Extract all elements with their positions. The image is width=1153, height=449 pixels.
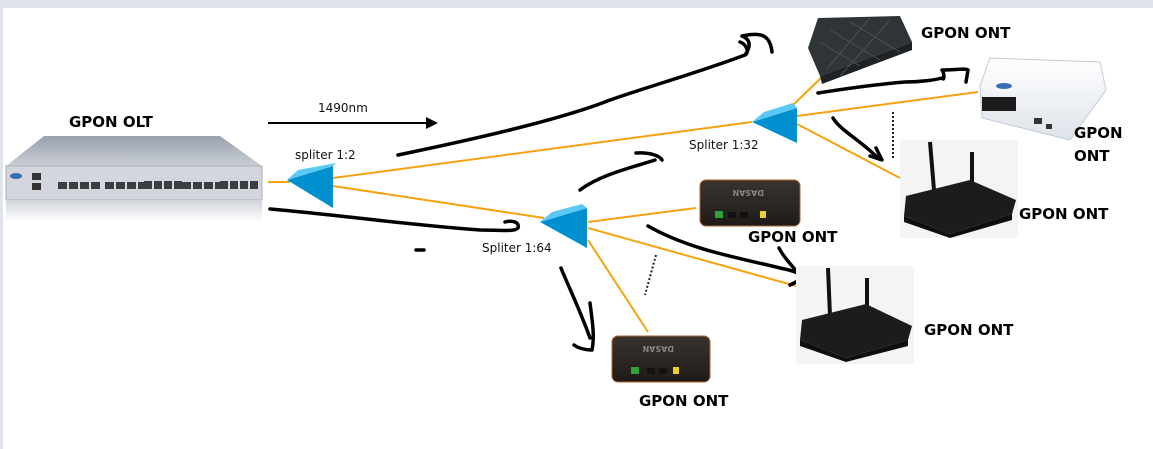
ont-white-label-line1: GPON [1074,124,1123,142]
ont-dasan-mid-device: DASAN [699,179,801,227]
olt-label: GPON OLT [69,113,154,131]
ont-router-lower-label: GPON ONT [924,321,1014,339]
fiber-1-64-to-dasan-mid [587,207,697,223]
splitter-1-64-icon [540,204,587,248]
fiber-1-64-to-router-lower [587,227,797,287]
ont-router-upper-label: GPON ONT [1019,205,1109,223]
fiber-1-32-to-ont-top [789,75,824,109]
flow-arrow-to-dasan-bottom [559,266,595,352]
splitter-1-32-icon [752,103,797,143]
fiber-links [268,75,979,333]
flow-arrow-to-router-upper [831,116,884,162]
flow-arrow-to-white-ont [816,67,970,95]
ont-dasan-mid-label: GPON ONT [748,228,838,246]
downstream-arrow-icon [268,117,438,129]
fiber-splitter-1-2-to-1-32 [332,121,753,179]
ont-dasan-bottom-device: DASAN [611,335,711,383]
ellipsis-dots-1-64 [644,254,657,296]
fiber-splitter-1-2-to-1-64 [332,185,545,219]
flow-arrow-to-1-64-splitter [268,207,521,233]
ont-top-black-label: GPON ONT [921,24,1011,42]
splitter-1-2-label: spliter 1:2 [295,148,356,162]
wavelength-label: 1490nm [318,101,368,115]
ont-top-black-device [808,16,912,84]
olt-device [5,136,263,222]
hand-drawn-arrows [268,32,970,352]
ont-router-lower-device [796,266,914,364]
flow-arrow-to-1-32-splitter [578,151,664,192]
fiber-1-32-to-ont-white [796,91,979,117]
splitter-1-64-label: Spliter 1:64 [482,241,552,255]
fiber-1-32-to-router-upper [796,123,901,179]
fiber-1-64-to-dasan-bottom [587,239,649,333]
dasan-brand-bottom: DASAN [643,344,674,353]
splitter-1-32-label: Spliter 1:32 [689,138,759,152]
dasan-brand-mid: DASAN [733,188,764,197]
flow-arrow-to-top-ont [396,32,774,157]
splitter-1-2-icon [287,163,336,208]
ont-router-upper-device [900,140,1018,238]
ont-white-device [979,57,1107,141]
ont-white-label-line2: ONT [1074,147,1110,165]
ont-dasan-bottom-label: GPON ONT [639,392,729,410]
